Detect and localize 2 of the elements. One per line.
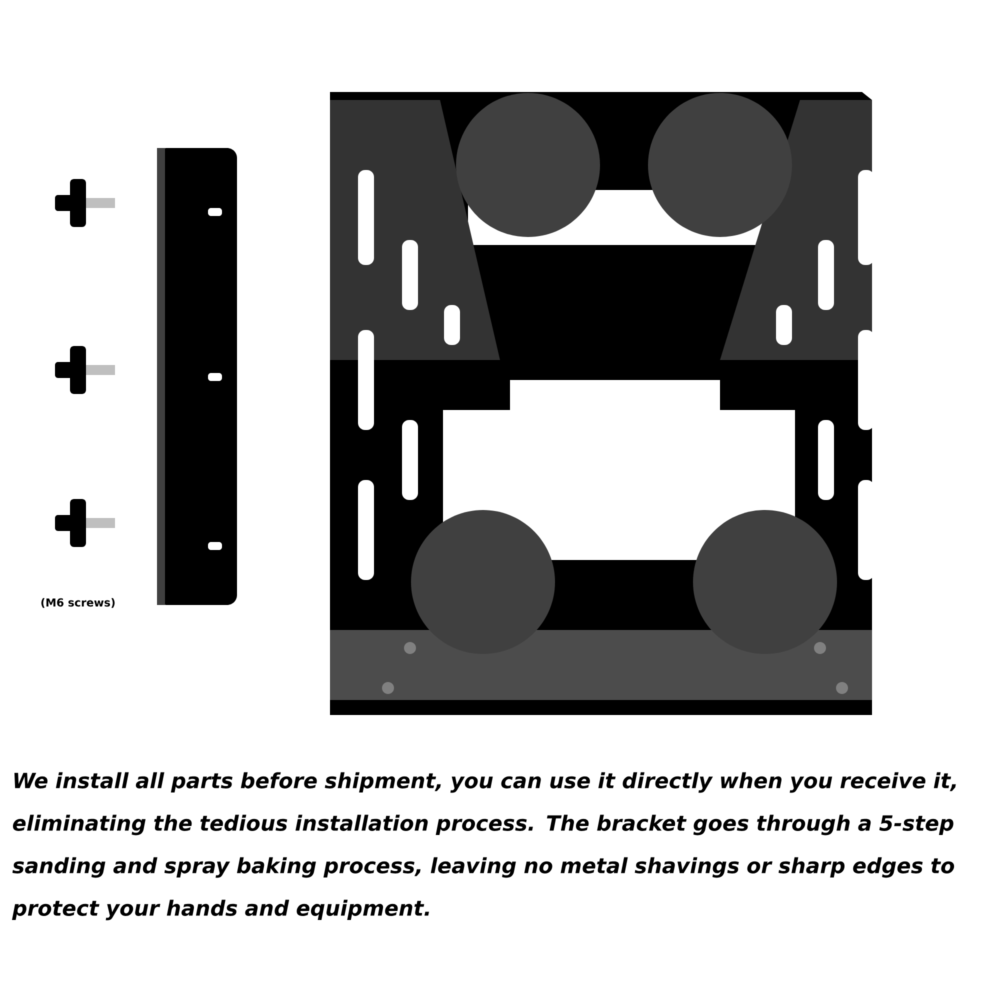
caption: We install all parts before shipment, you can use it directly when you receive it, eliminating the tedious installation process. The bracket goes through a 5-step sanding and spray baking process, leaving no metal shavings or sharp edges to protect your hands and equipment.: [12, 772, 956, 920]
part-label: (M6 screws): [41, 598, 115, 608]
